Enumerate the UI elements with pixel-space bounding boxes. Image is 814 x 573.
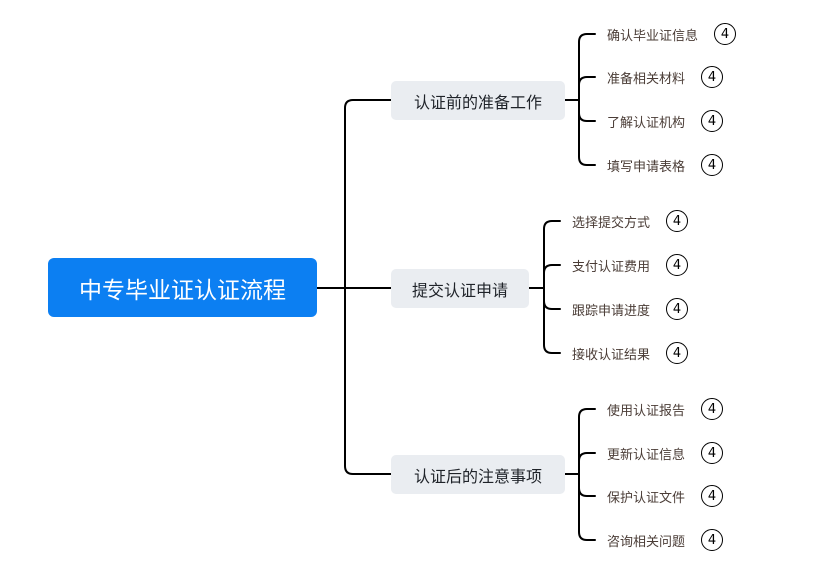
leaf-node[interactable]: 选择提交方式 4 <box>572 209 689 233</box>
leaf-node-label: 确认毕业证信息 <box>607 28 699 44</box>
leaf-count-badge: 4 <box>701 154 724 176</box>
leaf-node-label: 跟踪申请进度 <box>572 303 651 319</box>
leaf-node[interactable]: 支付认证费用 4 <box>572 253 689 277</box>
leaf-node-label: 选择提交方式 <box>572 215 651 231</box>
leaf-count-badge: 4 <box>666 254 689 276</box>
leaf-node-label: 更新认证信息 <box>607 447 686 463</box>
leaf-node[interactable]: 接收认证结果 4 <box>572 341 689 365</box>
leaf-count-badge: 4 <box>701 442 724 464</box>
leaf-count-badge: 4 <box>701 110 724 132</box>
leaf-node[interactable]: 了解认证机构 4 <box>607 109 724 133</box>
leaf-node[interactable]: 保护认证文件 4 <box>607 484 724 508</box>
leaf-count-badge: 4 <box>714 23 737 45</box>
leaf-count-badge: 4 <box>666 342 689 364</box>
branch-node-after[interactable]: 认证后的注意事项 <box>391 455 565 494</box>
leaf-count-badge: 4 <box>666 298 689 320</box>
leaf-node-label: 填写申请表格 <box>607 159 686 175</box>
leaf-node-label: 咨询相关问题 <box>607 534 686 550</box>
leaf-count-badge: 4 <box>701 529 724 551</box>
leaf-node[interactable]: 确认毕业证信息 4 <box>607 22 737 46</box>
connector-root-branch-1 <box>344 99 392 289</box>
leaf-count-badge: 4 <box>701 398 724 420</box>
leaf-node-label: 了解认证机构 <box>607 115 686 131</box>
branch-node-label: 认证后的注意事项 <box>413 466 542 486</box>
root-node-label: 中专毕业证认证流程 <box>79 277 286 304</box>
branch-node-prep[interactable]: 认证前的准备工作 <box>391 81 565 120</box>
leaf-node[interactable]: 填写申请表格 4 <box>607 153 724 177</box>
leaf-node-label: 支付认证费用 <box>572 259 651 275</box>
branch-node-label: 认证前的准备工作 <box>413 92 542 112</box>
leaf-node-label: 准备相关材料 <box>607 71 686 87</box>
leaf-count-badge: 4 <box>701 66 724 88</box>
leaf-count-badge: 4 <box>666 210 689 232</box>
leaf-node-label: 保护认证文件 <box>607 490 686 506</box>
leaf-node[interactable]: 使用认证报告 4 <box>607 397 724 421</box>
leaf-node[interactable]: 咨询相关问题 4 <box>607 528 724 552</box>
leaf-node-label: 使用认证报告 <box>607 403 686 419</box>
branch-node-submit[interactable]: 提交认证申请 <box>391 269 529 308</box>
root-node[interactable]: 中专毕业证认证流程 <box>48 258 317 317</box>
leaf-node-label: 接收认证结果 <box>572 347 651 363</box>
leaf-node[interactable]: 准备相关材料 4 <box>607 65 724 89</box>
branch-node-label: 提交认证申请 <box>411 280 508 300</box>
connector-root-branch-3 <box>344 287 392 475</box>
leaf-node[interactable]: 更新认证信息 4 <box>607 441 724 465</box>
leaf-node[interactable]: 跟踪申请进度 4 <box>572 297 689 321</box>
leaf-count-badge: 4 <box>701 485 724 507</box>
